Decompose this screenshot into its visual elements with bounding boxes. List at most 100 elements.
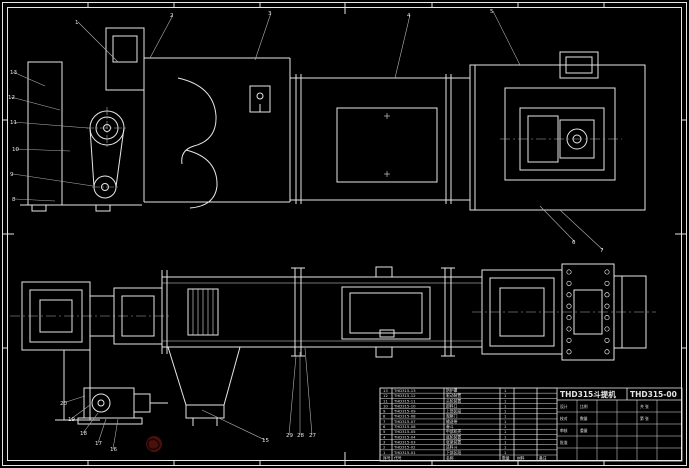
bom-cell: 3 <box>383 440 386 445</box>
title-block-field: 批准 <box>560 440 568 445</box>
title-block-field: 审核 <box>560 428 568 433</box>
bom-cell: THD315-02 <box>393 445 416 450</box>
bom-cell: 1 <box>504 440 507 445</box>
bom-cell: THD315-12 <box>393 393 416 398</box>
bom-header: 代号 <box>394 455 402 460</box>
callout-leader <box>394 14 411 79</box>
bom-cell: 1 <box>504 414 507 419</box>
title-block-field: 第 张 <box>640 416 649 421</box>
callout-leader <box>149 14 174 59</box>
callout-leader <box>12 121 89 129</box>
bom-cell: THD315-13 <box>393 388 416 393</box>
drawing-number: THD315-00 <box>630 390 677 399</box>
bom-header: 备注 <box>539 455 547 460</box>
title-block-field: 比例 <box>580 404 588 409</box>
bom-cell: 1 <box>504 409 507 414</box>
head-pulley <box>86 107 128 199</box>
bom-cell: 畚斗 <box>446 424 454 429</box>
head-casing <box>105 27 145 91</box>
callout-leader <box>14 148 71 152</box>
bom-cell: 中部机壳 <box>446 429 461 434</box>
bom-cell: THD315-04 <box>393 434 416 439</box>
bom-cell: 10 <box>383 403 388 408</box>
plan-body <box>161 266 482 358</box>
bom-cell: 1 <box>504 398 507 403</box>
motor-unit <box>77 387 168 425</box>
bom-cell: THD315-09 <box>393 409 416 414</box>
plan-boot <box>10 281 170 351</box>
callout-label: 18 <box>80 431 87 437</box>
bolt-hole <box>566 280 572 286</box>
bolt-hole <box>604 337 610 343</box>
callout-label: 17 <box>95 441 102 447</box>
title-block-field: 校对 <box>560 416 568 421</box>
bolt-hole <box>604 280 610 286</box>
bom-cell: 1 <box>504 429 507 434</box>
bom-cell: 下部区段 <box>446 450 461 455</box>
callout-label: 16 <box>110 447 117 453</box>
bolt-hole <box>604 269 610 275</box>
bom-cell: 13 <box>383 388 388 393</box>
bom-cell: THD315-08 <box>393 414 416 419</box>
callout-leader <box>288 355 297 436</box>
callout-label: 13 <box>10 70 17 76</box>
bom-cell: 输送带 <box>446 419 458 424</box>
bolt-hole <box>604 349 610 355</box>
bolt-hole <box>604 326 610 332</box>
bom-cell: THD315-01 <box>393 450 416 455</box>
callout-leader <box>10 96 61 111</box>
callout-leader <box>12 71 46 87</box>
bolt-hole <box>566 315 572 321</box>
callout-leader <box>77 21 119 63</box>
bom-cell: 底轮装置 <box>446 434 461 439</box>
callout-leader <box>62 395 86 404</box>
title-block-field: 数量 <box>580 416 588 421</box>
plan-view <box>10 263 656 426</box>
bom-cell: 观察门 <box>446 414 458 419</box>
approval-stamp <box>146 436 162 452</box>
bolt-hole <box>566 303 572 309</box>
bom-cell: 6 <box>383 424 386 429</box>
bom-cell: 防护罩 <box>446 388 458 393</box>
callout-leader <box>559 209 604 251</box>
discharge-section <box>143 28 291 209</box>
callout-leader <box>70 404 91 420</box>
callout-leader <box>12 173 94 187</box>
title-block-field: 共 张 <box>640 404 649 409</box>
bom-header: 序号 <box>383 455 391 460</box>
bom-cell: THD315-10 <box>393 403 416 408</box>
flange-bolts <box>566 269 610 355</box>
bolt-hole <box>566 326 572 332</box>
drive-section <box>469 51 646 211</box>
bom-cell: 1 <box>504 393 507 398</box>
callout-label: 15 <box>262 438 269 444</box>
title-block-field: 设计 <box>560 404 568 409</box>
callout-label: 4 <box>407 13 411 19</box>
bom-cell: THD315-05 <box>393 429 416 434</box>
elevation-view <box>20 27 646 212</box>
feed-funnel <box>55 346 241 426</box>
bom-cell: 5 <box>383 429 386 434</box>
bolt-hole <box>604 303 610 309</box>
bom-cell: 1 <box>504 434 507 439</box>
bom-header: 名称 <box>446 455 454 460</box>
callout-leader <box>112 418 119 450</box>
bom-cell: 1 <box>504 419 507 424</box>
bom-cell: 2 <box>383 445 386 450</box>
bom-cell: 进料斗 <box>446 445 458 450</box>
bom-cell: 11 <box>383 398 388 403</box>
callout-label: 29 <box>286 433 293 439</box>
callout-label: 1 <box>75 20 79 26</box>
callout-label: 9 <box>10 172 14 178</box>
bom-cell: 上部区段 <box>446 409 461 414</box>
callout-label: 6 <box>572 240 576 246</box>
bom-header: 材料 <box>517 455 525 460</box>
bom-cell: 头轮装置 <box>446 398 461 403</box>
callout-leader <box>254 12 272 61</box>
bolt-hole <box>566 337 572 343</box>
